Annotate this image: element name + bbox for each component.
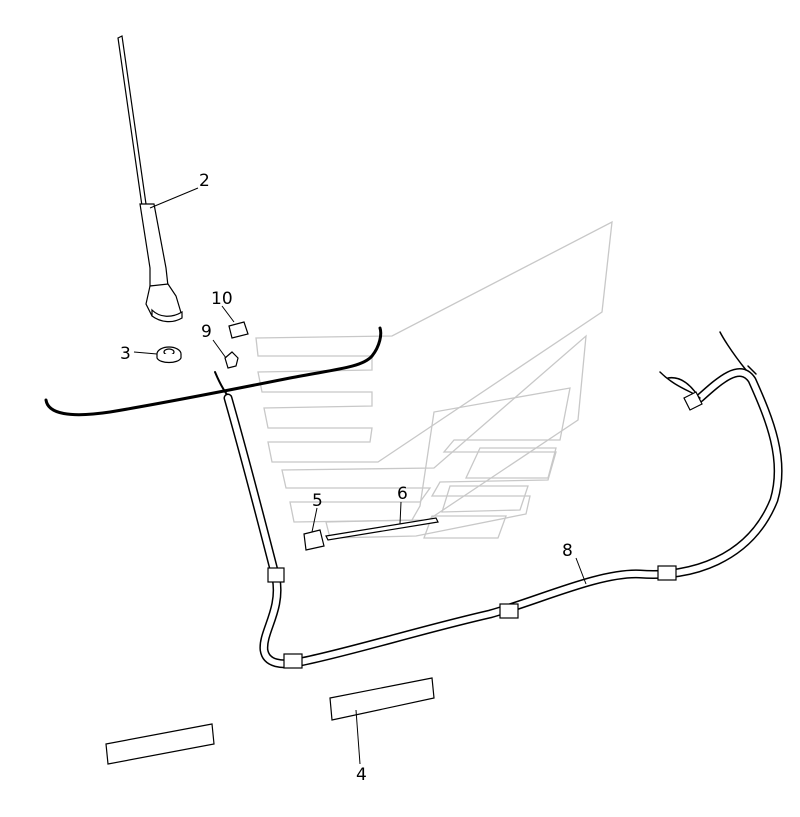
- callout-10: 10: [211, 289, 233, 309]
- callout-6: 6: [397, 484, 408, 504]
- antenna-nut: [156, 346, 182, 364]
- callout-3: 3: [120, 344, 131, 364]
- cable-tie-6: [325, 517, 439, 541]
- callout-5: 5: [312, 491, 323, 511]
- callout-labels: 2 3 4 5 6 8 9 10: [120, 171, 573, 785]
- cable-clips: [267, 565, 677, 669]
- callout-4: 4: [356, 765, 367, 785]
- antenna-mast: [117, 35, 183, 323]
- callout-2: 2: [199, 171, 210, 191]
- trim-strip-4: [105, 677, 435, 765]
- callout-8: 8: [562, 541, 573, 561]
- clip-9: [224, 351, 239, 369]
- watermark-logo: [255, 220, 613, 539]
- leader-lines: [133, 187, 587, 765]
- antenna-lead-cable: [223, 331, 783, 669]
- pad-10: [228, 321, 249, 339]
- callout-9: 9: [201, 322, 212, 342]
- block-5: [303, 529, 325, 551]
